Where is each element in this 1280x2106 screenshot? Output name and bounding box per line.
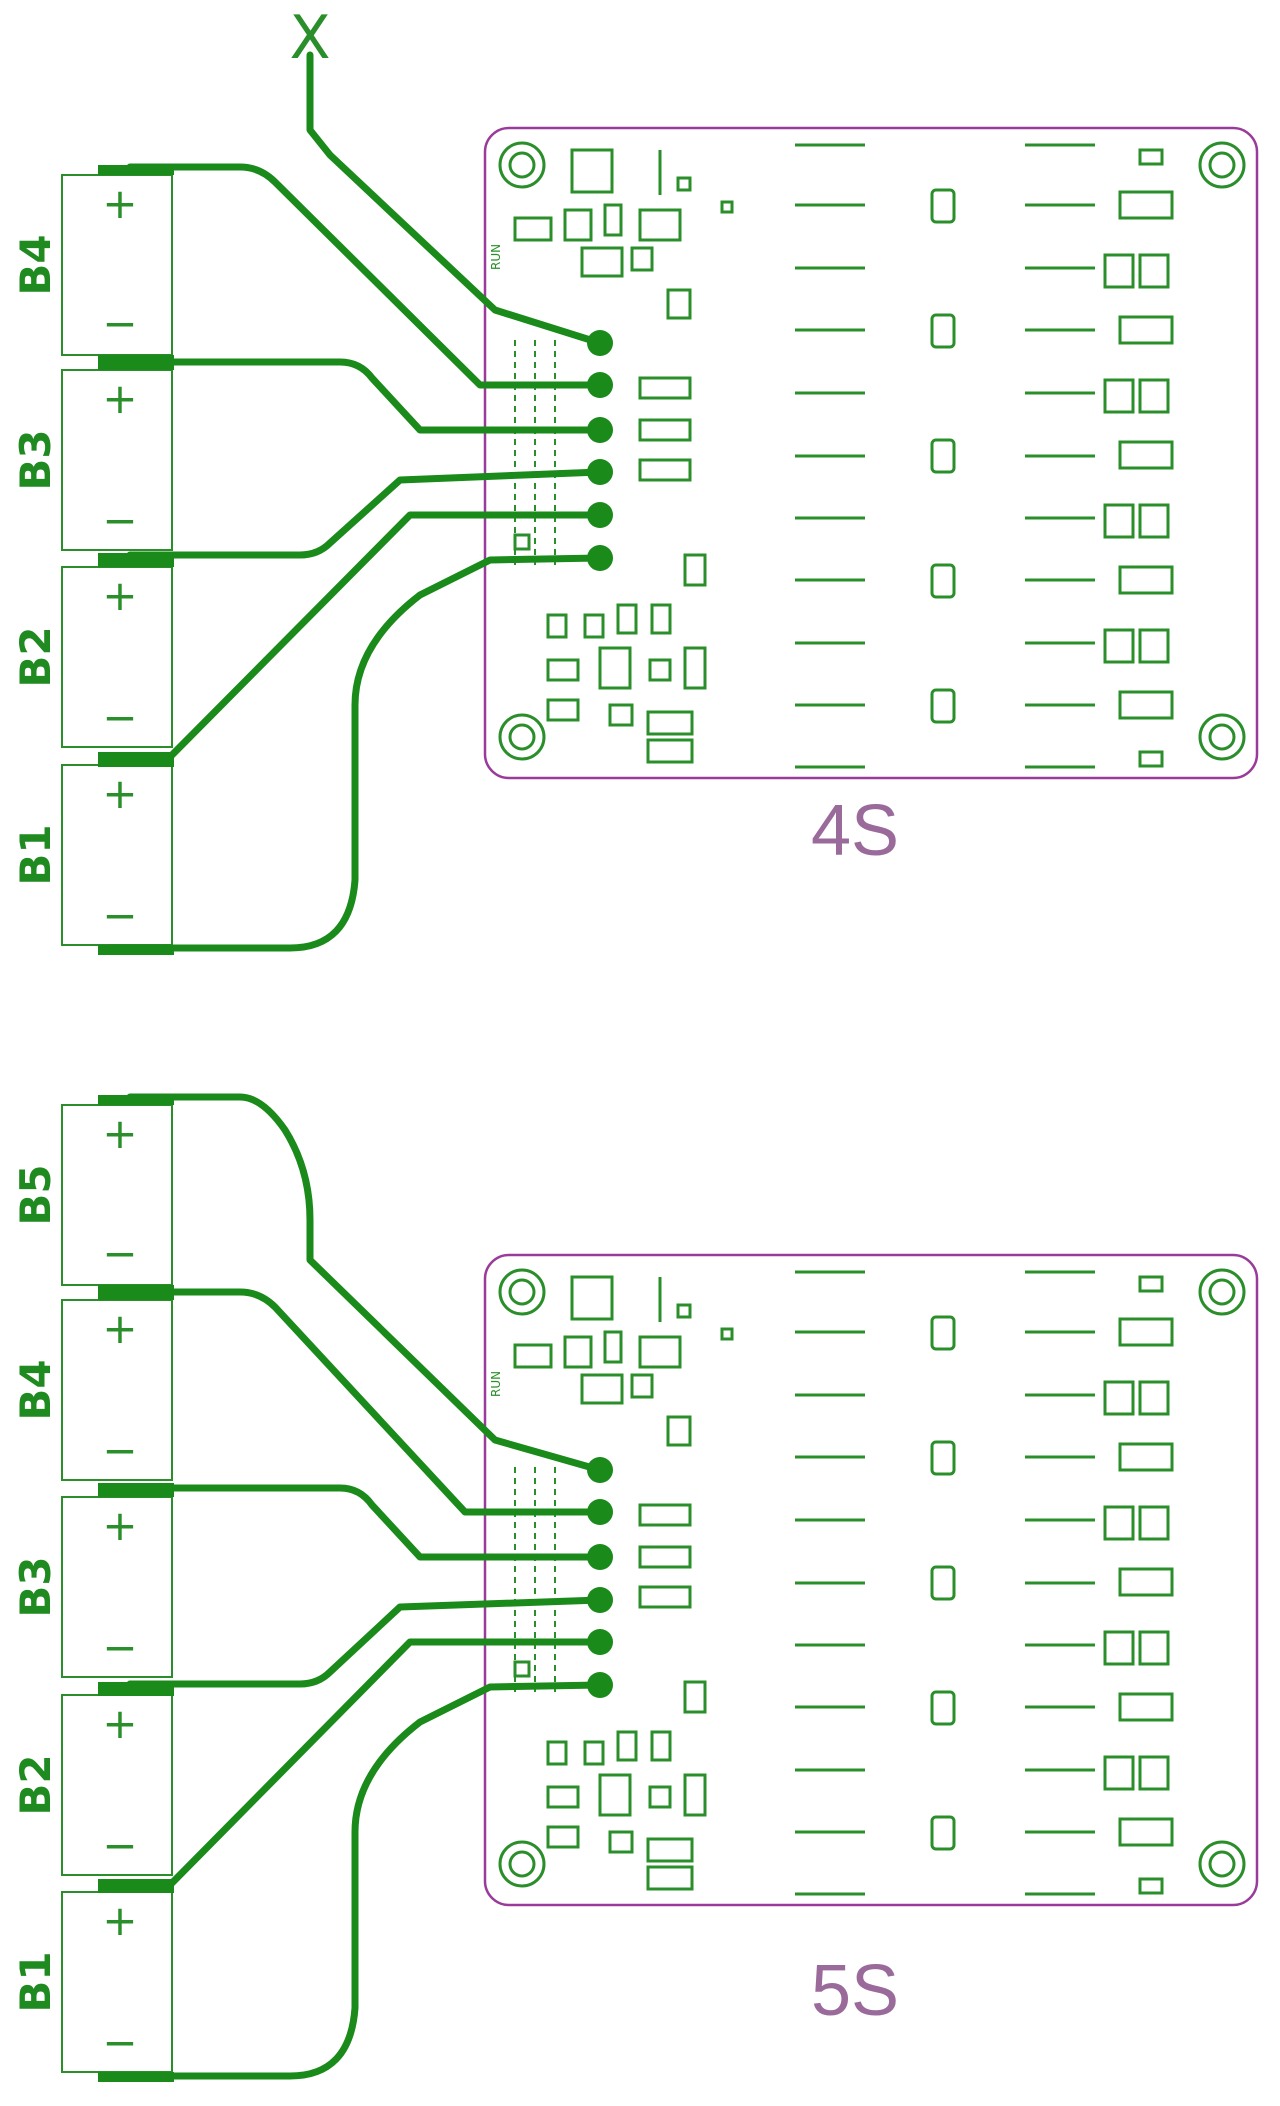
minus-sign: − (102, 1229, 137, 1278)
diagram-4s: X (11, 3, 1259, 955)
battery-label: B3 (11, 1556, 60, 1617)
connector-pads-4s (587, 330, 613, 571)
board-marker: RUN (489, 1371, 503, 1397)
minus-sign: − (102, 299, 137, 348)
plus-sign: + (102, 1699, 137, 1748)
battery-label: B1 (11, 1951, 60, 2012)
battery-label: B1 (11, 824, 60, 885)
plus-sign: + (102, 1109, 137, 1158)
battery-label: B4 (11, 1359, 60, 1420)
mounting-holes-4s (498, 141, 1246, 761)
plus-sign: + (102, 571, 137, 620)
minus-sign: − (102, 693, 137, 742)
battery-label: B3 (11, 429, 60, 490)
board-components-5s (513, 1270, 1174, 1896)
plus-sign: + (102, 374, 137, 423)
battery-label: B2 (11, 626, 60, 687)
minus-sign: − (102, 891, 137, 940)
wiring-traces-5s (106, 1093, 604, 2080)
plus-sign: + (102, 1501, 137, 1550)
connector-dashes-5s (514, 1467, 556, 1692)
plus-sign: + (102, 1896, 137, 1945)
battery-labels-5s: B5 B4 B3 B2 B1 + − + − + − + − + − (11, 1109, 138, 2067)
battery-label: B5 (11, 1164, 60, 1225)
minus-sign: − (102, 1623, 137, 1672)
minus-sign: − (102, 2018, 137, 2067)
config-label-4s: 4S (811, 791, 899, 871)
minus-sign: − (102, 496, 137, 545)
minus-sign: − (102, 1821, 137, 1870)
config-label-5s: 5S (811, 1951, 899, 2031)
plus-sign: + (102, 1304, 137, 1353)
connector-dashes-4s (514, 340, 556, 565)
connector-pads-5s (587, 1457, 613, 1698)
plus-sign: + (102, 769, 137, 818)
wiring-traces-4s (106, 51, 604, 952)
mounting-holes-5s (498, 1268, 1246, 1888)
diagram-5s: RUN B5 B4 B3 B2 B1 + − (11, 1093, 1259, 2082)
plus-sign: + (102, 179, 137, 228)
battery-label: B2 (11, 1754, 60, 1815)
bms-board-5s (483, 1253, 1259, 1907)
bms-board-4s (483, 126, 1259, 780)
battery-terminals-4s (98, 165, 174, 955)
battery-label: B4 (11, 234, 60, 295)
board-components-4s (513, 143, 1174, 769)
minus-sign: − (102, 1426, 137, 1475)
battery-labels-4s: B4 B3 B2 B1 + − + − + − + − (11, 179, 138, 940)
board-marker: RUN (489, 244, 503, 270)
